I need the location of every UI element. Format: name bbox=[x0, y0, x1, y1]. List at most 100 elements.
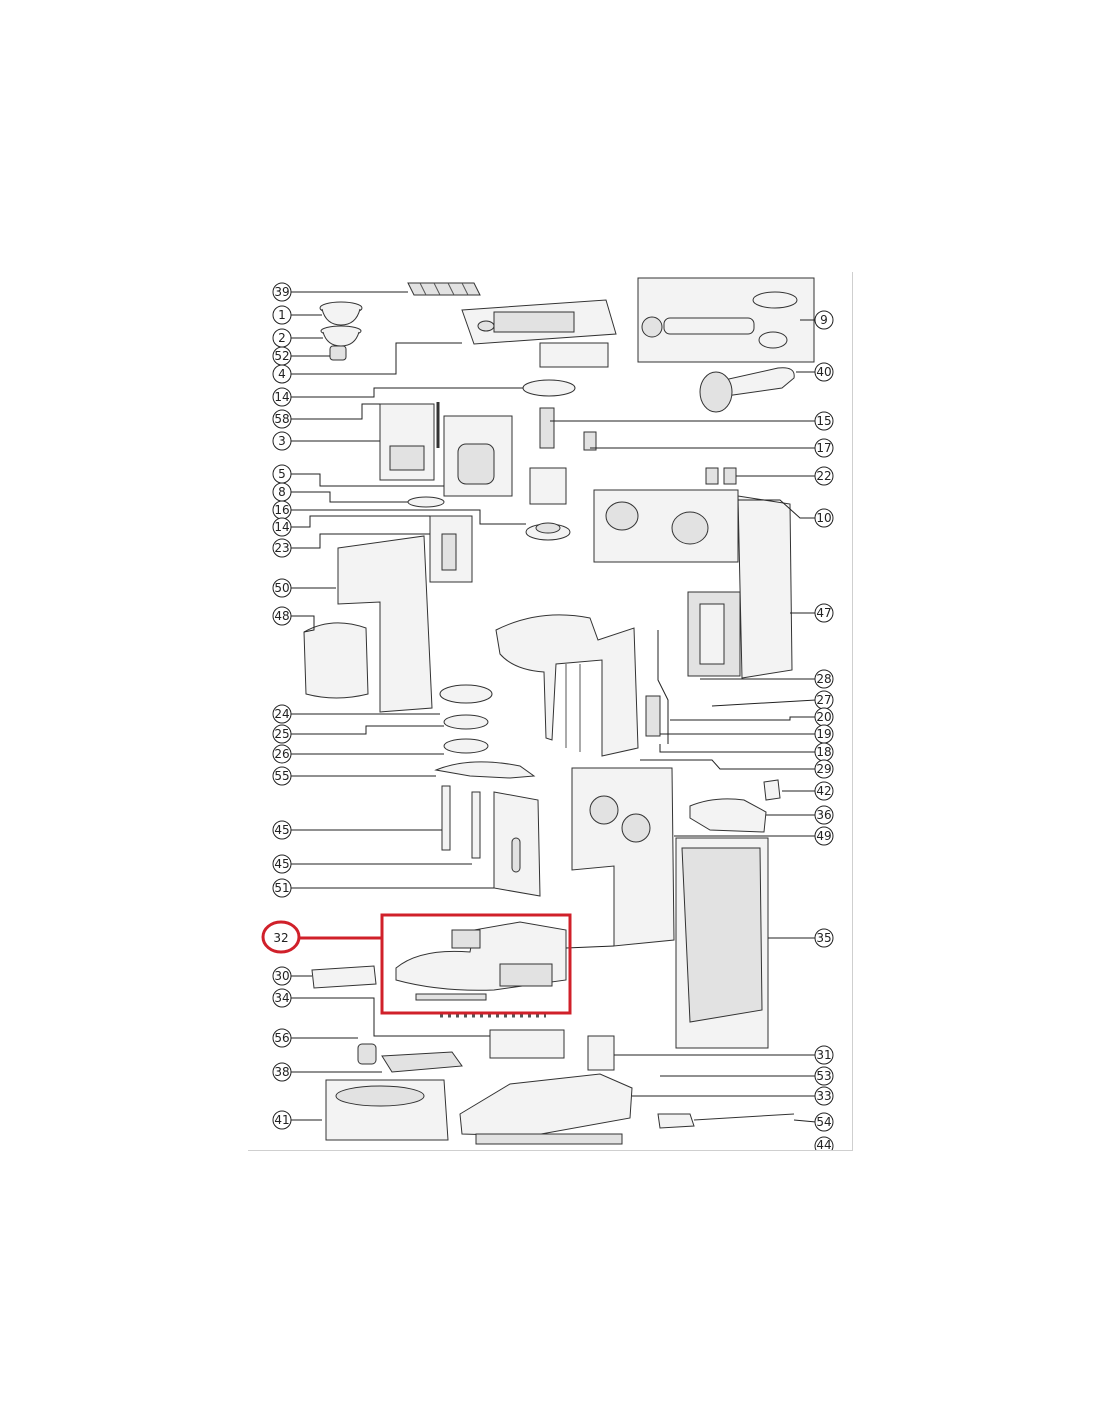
svg-text:20: 20 bbox=[816, 710, 831, 724]
part-steam-wand bbox=[645, 630, 669, 744]
svg-text:15: 15 bbox=[816, 414, 831, 428]
svg-text:44: 44 bbox=[816, 1138, 831, 1150]
part-36-drip-cover bbox=[689, 798, 767, 833]
callout-48: 48 bbox=[272, 606, 292, 626]
svg-text:45: 45 bbox=[274, 857, 289, 871]
part-39-drip-grid bbox=[407, 282, 481, 296]
callout-16: 16 bbox=[272, 500, 292, 520]
callout-8: 8 bbox=[272, 482, 292, 502]
callout-55: 55 bbox=[272, 766, 292, 786]
part-22-clips bbox=[705, 467, 737, 485]
svg-text:16: 16 bbox=[274, 503, 289, 517]
callout-26: 26 bbox=[272, 744, 292, 764]
part-15-pump bbox=[529, 407, 597, 505]
svg-text:56: 56 bbox=[274, 1031, 289, 1045]
svg-text:19: 19 bbox=[816, 727, 831, 741]
callout-27: 27 bbox=[814, 690, 834, 710]
callout-5: 5 bbox=[272, 464, 292, 484]
part-top-cover bbox=[461, 299, 617, 368]
part-16-pump-mount bbox=[525, 522, 571, 541]
svg-text:38: 38 bbox=[274, 1065, 289, 1079]
part-3-thermostat bbox=[379, 402, 440, 481]
svg-text:52: 52 bbox=[274, 349, 289, 363]
part-35-water-tank bbox=[675, 837, 769, 1049]
callout-20: 20 bbox=[814, 707, 834, 727]
callout-45: 45 bbox=[272, 820, 292, 840]
part-2-filter-basket bbox=[320, 325, 362, 347]
callout-53: 53 bbox=[814, 1066, 834, 1086]
svg-text:58: 58 bbox=[274, 412, 289, 426]
part-52-crema-valve bbox=[329, 345, 347, 361]
part-38-drip-grid bbox=[381, 1051, 463, 1073]
svg-text:40: 40 bbox=[816, 365, 831, 379]
callout-28: 28 bbox=[814, 669, 834, 689]
callout-23: 23 bbox=[272, 538, 292, 558]
svg-text:10: 10 bbox=[816, 511, 831, 525]
svg-text:47: 47 bbox=[816, 606, 831, 620]
svg-text:14: 14 bbox=[274, 390, 289, 404]
svg-text:29: 29 bbox=[816, 762, 831, 776]
callout-34: 34 bbox=[272, 988, 292, 1008]
svg-text:48: 48 bbox=[274, 609, 289, 623]
callout-32: 32 bbox=[273, 931, 288, 945]
svg-text:34: 34 bbox=[274, 991, 289, 1005]
part-40-handle bbox=[699, 367, 795, 413]
exploded-parts-diagram: 39 1 2 52 4 14 58 3 5 8 16 14 23 50 48 2… bbox=[248, 272, 853, 1156]
svg-text:18: 18 bbox=[816, 745, 831, 759]
leader-lines bbox=[291, 291, 817, 1123]
part-48-water-tank-front bbox=[303, 622, 369, 699]
callout-54: 54 bbox=[814, 1112, 834, 1132]
callout-39: 39 bbox=[272, 282, 292, 302]
svg-text:33: 33 bbox=[816, 1089, 831, 1103]
svg-text:31: 31 bbox=[816, 1048, 831, 1062]
callout-36: 36 bbox=[814, 805, 834, 825]
callout-15: 15 bbox=[814, 411, 834, 431]
part-8-washer bbox=[407, 496, 445, 508]
svg-text:28: 28 bbox=[816, 672, 831, 686]
svg-text:55: 55 bbox=[274, 769, 289, 783]
part-41-drip-tray bbox=[325, 1079, 449, 1141]
part-50-side-panel bbox=[337, 535, 433, 713]
callout-18: 18 bbox=[814, 742, 834, 762]
part-9-portafilter bbox=[637, 277, 815, 363]
callout-42: 42 bbox=[814, 781, 834, 801]
part-51-front-panel bbox=[493, 791, 541, 897]
part-56-cap bbox=[357, 1043, 377, 1065]
svg-text:49: 49 bbox=[816, 829, 831, 843]
part-45-tubes bbox=[441, 785, 481, 859]
part-5-boiler bbox=[443, 415, 513, 497]
svg-text:5: 5 bbox=[278, 467, 286, 481]
svg-text:45: 45 bbox=[274, 823, 289, 837]
callout-38: 38 bbox=[272, 1062, 292, 1082]
callout-52: 52 bbox=[272, 346, 292, 366]
callout-9: 9 bbox=[814, 310, 834, 330]
callout-41: 41 bbox=[272, 1110, 292, 1130]
callout-35: 35 bbox=[814, 928, 834, 948]
part-internal-frame bbox=[495, 614, 639, 757]
part-31-valve bbox=[587, 1035, 615, 1071]
callout-24: 24 bbox=[272, 704, 292, 724]
callout-30: 30 bbox=[272, 966, 292, 986]
callout-45-lower: 45 bbox=[272, 854, 292, 874]
callout-14: 14 bbox=[272, 387, 292, 407]
callout-10: 10 bbox=[814, 508, 834, 528]
svg-text:23: 23 bbox=[274, 541, 289, 555]
callout-47: 47 bbox=[814, 603, 834, 623]
svg-text:4: 4 bbox=[278, 367, 286, 381]
svg-text:51: 51 bbox=[274, 881, 289, 895]
callout-3: 3 bbox=[272, 431, 292, 451]
callout-58: 58 bbox=[272, 409, 292, 429]
svg-text:54: 54 bbox=[816, 1115, 831, 1129]
callout-50: 50 bbox=[272, 578, 292, 598]
callout-40: 40 bbox=[814, 362, 834, 382]
svg-text:17: 17 bbox=[816, 441, 831, 455]
part-42-knob bbox=[763, 779, 781, 801]
callout-2: 2 bbox=[272, 328, 292, 348]
svg-text:50: 50 bbox=[274, 581, 289, 595]
part-1-filter-basket bbox=[319, 301, 363, 326]
highlight-part-32: 32 bbox=[261, 913, 572, 1015]
svg-text:2: 2 bbox=[278, 331, 286, 345]
svg-text:36: 36 bbox=[816, 808, 831, 822]
part-32-base-plate bbox=[395, 921, 567, 1001]
svg-text:42: 42 bbox=[816, 784, 831, 798]
